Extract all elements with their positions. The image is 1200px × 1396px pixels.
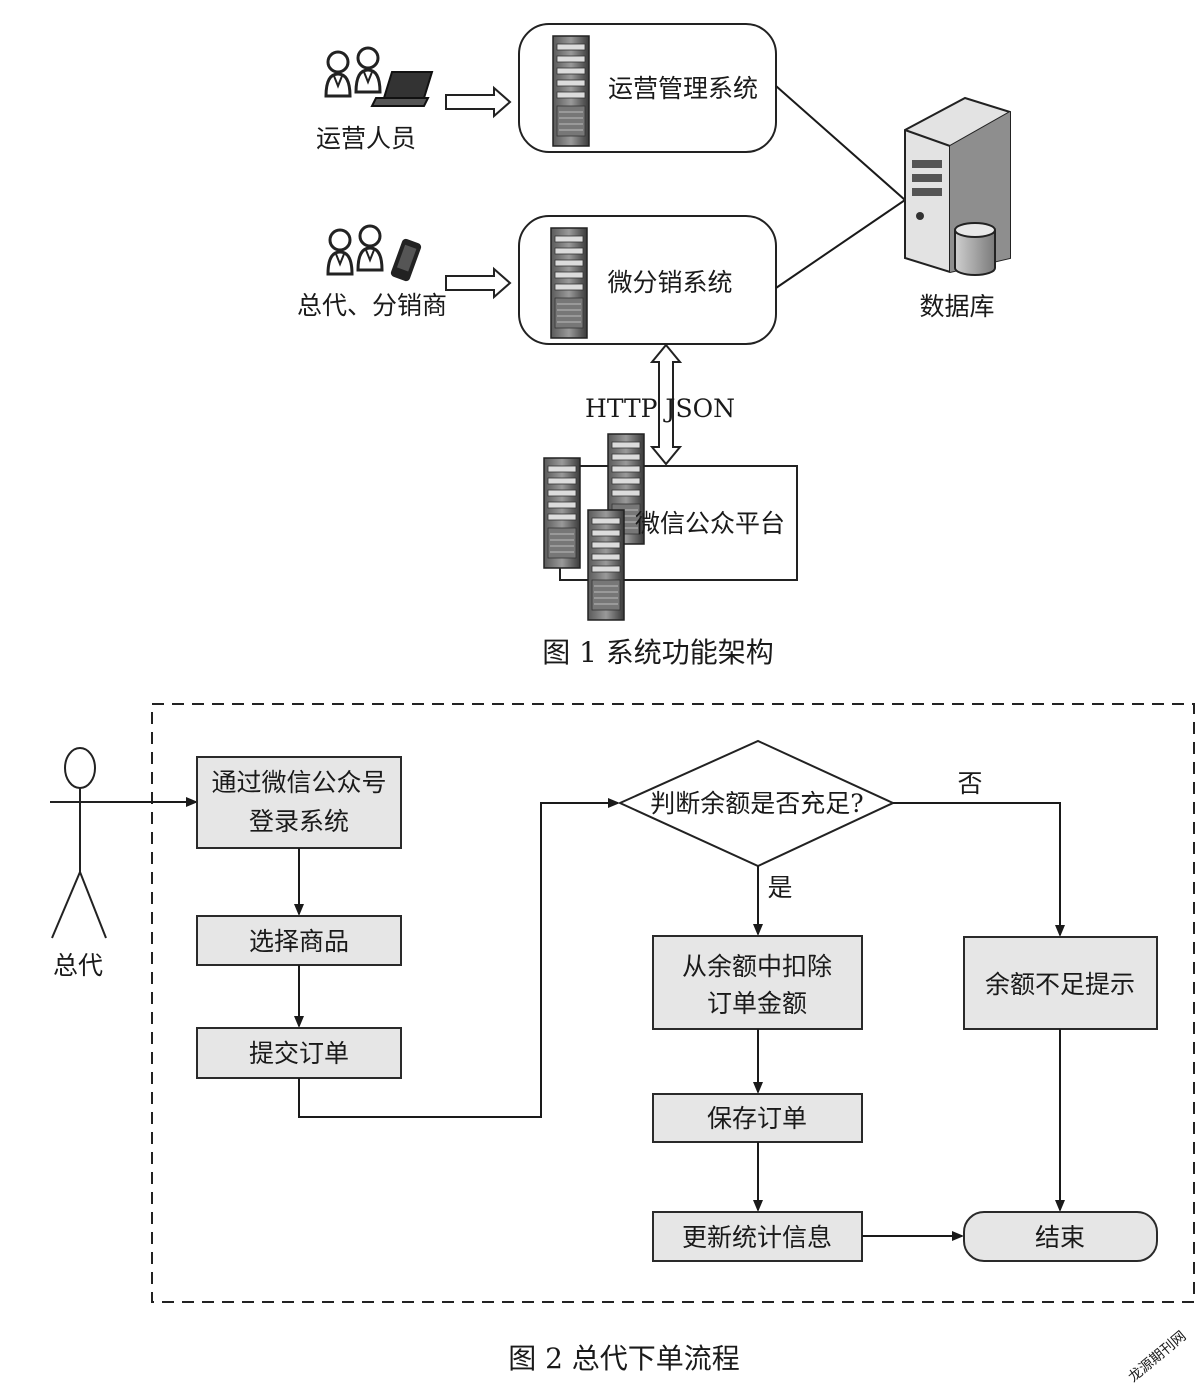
ops-system-label: 运营管理系统 — [608, 74, 758, 103]
actor-stick-figure — [50, 747, 110, 939]
yes-label: 是 — [767, 873, 792, 902]
database-server-icon — [904, 96, 1011, 276]
end-terminal — [963, 1211, 1158, 1262]
process-boundary — [151, 703, 1195, 1303]
deduct-step-line1: 从余额中扣除 — [682, 952, 832, 981]
hollow-arrow-operators — [445, 85, 512, 119]
login-step-line1: 通过微信公众号 — [211, 768, 386, 797]
arrow-no — [893, 802, 1065, 937]
update-step-label: 更新统计信息 — [682, 1223, 832, 1252]
agents-label: 总代、分销商 — [297, 291, 447, 320]
server-icon — [552, 35, 590, 147]
operators-users-icon — [324, 46, 382, 98]
figure1-caption: 图 1 系统功能架构 — [542, 636, 774, 669]
deduct-step-line2: 订单金额 — [707, 989, 807, 1018]
update-step — [652, 1211, 863, 1262]
server-icon — [550, 227, 588, 339]
save-step — [652, 1093, 863, 1143]
decision-label: 判断余额是否充足? — [650, 789, 863, 818]
database-label: 数据库 — [919, 292, 994, 321]
protocol-label: HTTP JSON — [585, 394, 735, 423]
arrow-submit-decision — [298, 798, 620, 1118]
save-step-label: 保存订单 — [707, 1104, 807, 1133]
micro-system-label: 微分销系统 — [607, 268, 732, 297]
submit-step-label: 提交订单 — [249, 1039, 349, 1068]
agents-users-icon — [326, 224, 384, 276]
submit-step — [196, 1027, 402, 1079]
login-step — [196, 756, 402, 849]
watermark: 龙源期刊网 — [1125, 1328, 1189, 1385]
insufficient-step-label: 余额不足提示 — [985, 970, 1135, 999]
laptop-icon — [370, 71, 434, 107]
deduct-step — [652, 935, 863, 1030]
end-label: 结束 — [1035, 1223, 1085, 1252]
server-cluster-icon — [543, 433, 645, 621]
select-step — [196, 915, 402, 966]
select-step-label: 选择商品 — [249, 927, 349, 956]
double-arrow — [649, 343, 683, 466]
phone-icon — [390, 238, 422, 282]
micro-to-db-line — [775, 199, 906, 289]
hollow-arrow-agents — [445, 266, 512, 300]
ops-to-db-line — [775, 85, 906, 201]
wechat-platform-label: 微信公众平台 — [635, 509, 785, 538]
no-label: 否 — [957, 769, 982, 798]
login-step-line2: 登录系统 — [249, 807, 349, 836]
operators-label: 运营人员 — [316, 124, 416, 153]
figure2-caption: 图 2 总代下单流程 — [508, 1342, 740, 1375]
actor-label: 总代 — [53, 951, 103, 980]
